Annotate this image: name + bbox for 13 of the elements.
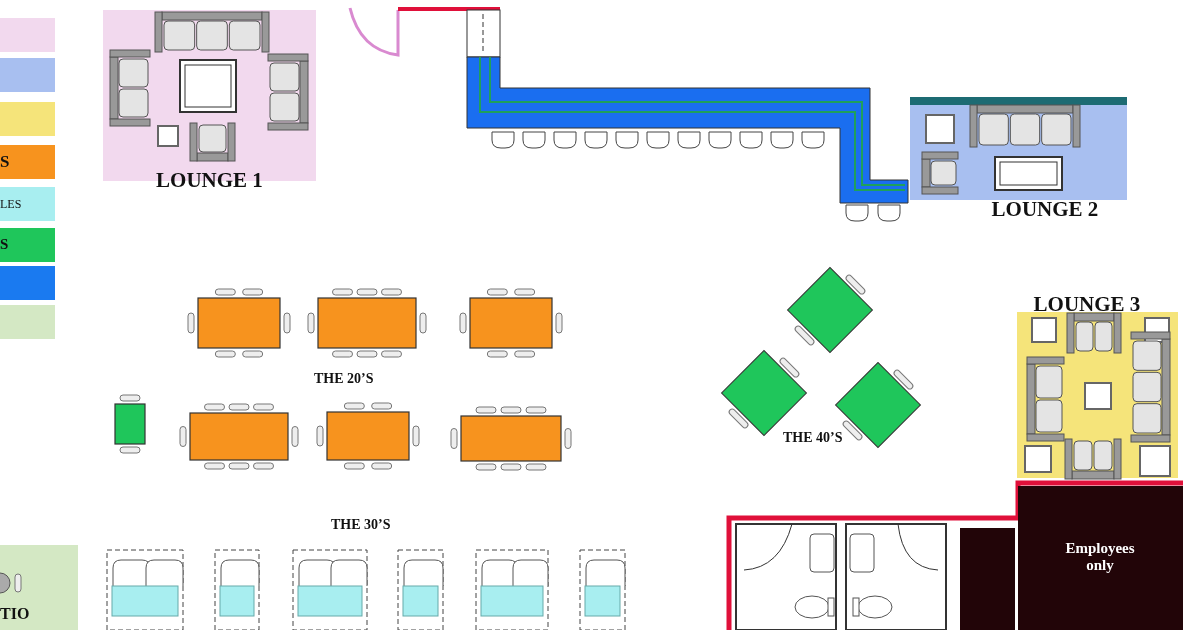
- area-heading: LOUNGE 2: [990, 197, 1100, 222]
- area-heading: Employees only: [1064, 540, 1136, 575]
- legend-text: S: [0, 152, 10, 172]
- zone-label: THE 20’S: [314, 371, 374, 387]
- legend-text: LES: [0, 197, 22, 212]
- staff-room: [1018, 486, 1183, 630]
- zone-label: THE 40’S: [783, 430, 843, 446]
- area-heading: LOUNGE 3: [1032, 292, 1142, 317]
- legend-text: S: [0, 236, 9, 253]
- area-heading: TIO: [0, 605, 30, 624]
- zone-label: THE 30’S: [331, 517, 391, 533]
- patio-area: [0, 545, 78, 630]
- area-heading: LOUNGE 1: [155, 168, 264, 193]
